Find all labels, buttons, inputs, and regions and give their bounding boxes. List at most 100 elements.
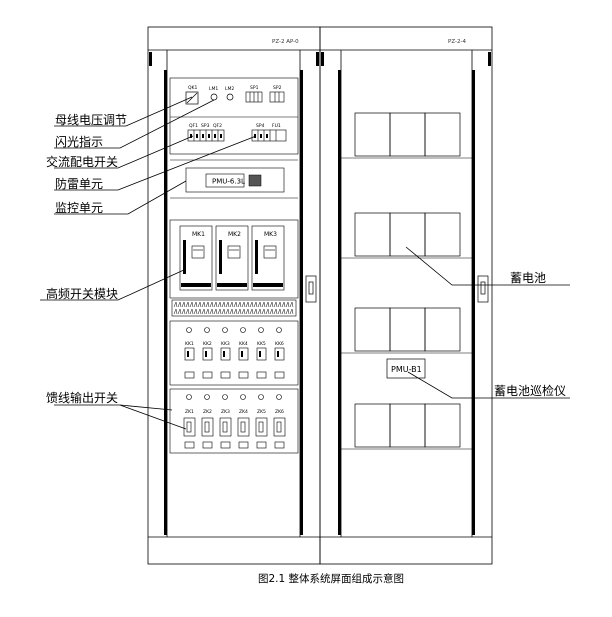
vent-slot <box>205 301 210 308</box>
hf-module-bay <box>169 219 299 299</box>
hf-module-1 <box>179 225 213 291</box>
left-cabinet-rails <box>149 52 319 535</box>
vent-slot <box>221 308 226 315</box>
left-door-handle <box>305 275 317 303</box>
feeder-kk6: KK6 <box>275 341 284 347</box>
vent-slot <box>229 308 234 315</box>
label-ac-switch: 交流配电开关 <box>46 154 118 169</box>
battery-cell <box>354 112 391 157</box>
vent-slot <box>241 301 246 308</box>
battery-inspector-box <box>386 358 426 379</box>
vent-slot <box>221 301 226 308</box>
vent-slot <box>217 308 222 315</box>
vent-slot <box>181 308 186 315</box>
feeder-kk2: KK2 <box>203 341 212 347</box>
vent-slot <box>209 308 214 315</box>
label-feeder: 馈线输出开关 <box>46 390 118 405</box>
feeder-lamp-2 <box>186 394 192 400</box>
feeder-tag <box>202 371 213 379</box>
battery-cell <box>389 212 426 257</box>
sp3-label: SP3 <box>201 123 210 129</box>
vent-slot <box>189 301 194 308</box>
vent-slot <box>177 301 182 308</box>
feeder-zk4: ZK4 <box>239 409 248 415</box>
feeder-breaker-2 <box>237 417 250 437</box>
module-display <box>191 245 205 259</box>
battery-cell <box>389 307 426 352</box>
feeder-breaker-handle <box>259 351 261 357</box>
feeder-lamp-2 <box>204 394 210 400</box>
vent-slot <box>205 308 210 315</box>
feeder-tag <box>184 371 195 379</box>
vent-slot <box>253 308 258 315</box>
monitor-keypad <box>248 174 262 187</box>
feeder-zk5: ZK5 <box>257 409 266 415</box>
feeder-lamp-2 <box>222 394 228 400</box>
vent-slot <box>289 301 294 308</box>
feeder-breaker-2-handle <box>258 421 264 433</box>
feeder-kk4: KK4 <box>239 341 248 347</box>
flash-lamps <box>210 93 234 101</box>
vent-slot <box>277 301 282 308</box>
vent-slot <box>193 308 198 315</box>
vent-slot <box>217 301 222 308</box>
feeder-breaker <box>220 347 231 361</box>
vent-slot <box>253 301 258 308</box>
busbar-voltage-knob <box>185 91 199 105</box>
vent-slot <box>289 308 294 315</box>
feeder-switches <box>183 327 286 449</box>
sp-switches <box>245 91 285 103</box>
vent-slot <box>257 301 262 308</box>
battery-rows <box>341 112 472 450</box>
label-battery: 蓄电池 <box>510 271 546 285</box>
feeder-lamp-2 <box>258 394 264 400</box>
module-label-2: MK2 <box>228 231 241 238</box>
feeder-lamp <box>240 327 246 333</box>
vent-slot <box>233 308 238 315</box>
battery-cell <box>424 307 461 352</box>
vent-slot <box>181 301 186 308</box>
vent-slot <box>245 308 250 315</box>
knob-label: QK1 <box>188 85 197 91</box>
feeder-tag <box>220 371 231 379</box>
vent-slot <box>197 301 202 308</box>
vent-slot <box>209 301 214 308</box>
vent-slot <box>245 301 250 308</box>
label-battery-inspector: 蓄电池巡检仪 <box>494 383 566 398</box>
battery-inspector-text: PMU-B1 <box>391 365 422 374</box>
vent-slot <box>285 301 290 308</box>
left-cabinet-header: PZ-2 AP-0 <box>272 39 299 45</box>
feeder-zk6: ZK6 <box>275 409 284 415</box>
figure-caption: 图2.1 整体系统屏面组成示意图 <box>258 572 404 585</box>
battery-cell <box>389 403 426 448</box>
vent-slot <box>197 308 202 315</box>
module-base-strip <box>181 283 211 287</box>
feeder-zk3: ZK3 <box>221 409 230 415</box>
module-display <box>263 245 277 259</box>
label-flash: 闪光指示 <box>55 134 103 149</box>
module-base-strip <box>217 283 247 287</box>
feeder-zk2: ZK2 <box>203 409 212 415</box>
module-base-strip <box>253 283 283 287</box>
ventilation-strip <box>171 299 297 317</box>
feeder-breaker-2-handle <box>240 421 246 433</box>
vent-slot <box>201 301 206 308</box>
vent-slot <box>225 301 230 308</box>
feeder-lamp <box>276 327 282 333</box>
vent-slot <box>273 301 278 308</box>
top-control-panel <box>169 77 299 161</box>
feeder-breaker <box>184 347 195 361</box>
feeder-breaker-handle <box>277 351 279 357</box>
feeder-tag <box>256 371 267 379</box>
right-cabinet-header: PZ-2-4 <box>448 39 466 45</box>
feeder-lamp <box>258 327 264 333</box>
feeder-tag-2 <box>238 441 249 449</box>
right-cabinet-rails <box>321 52 491 535</box>
battery-cell <box>354 307 391 352</box>
label-monitor: 监控单元 <box>55 201 103 215</box>
vent-slot <box>201 308 206 315</box>
vent-slot <box>273 308 278 315</box>
vent-slot <box>237 301 242 308</box>
vent-slot <box>249 308 254 315</box>
